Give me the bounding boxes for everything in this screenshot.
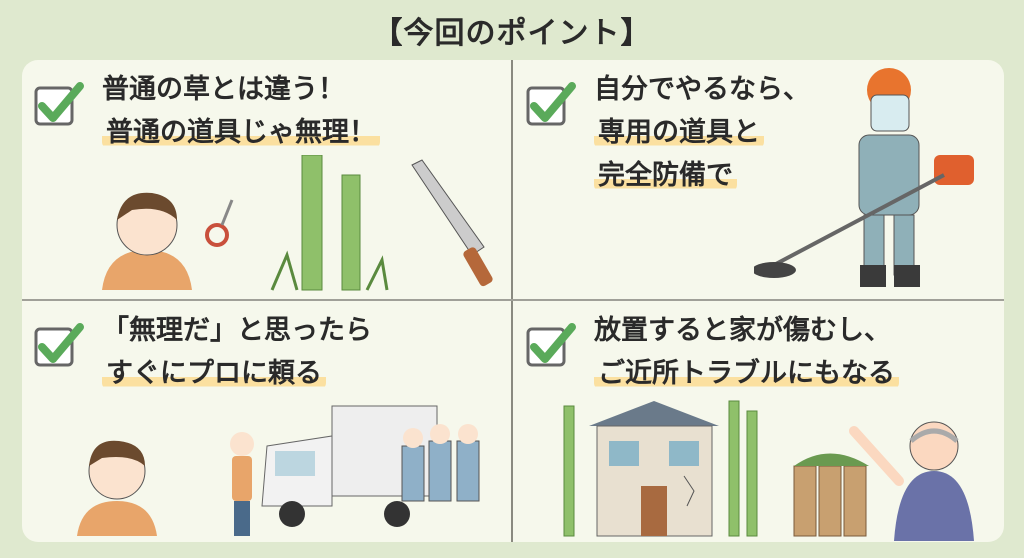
divider-vertical xyxy=(511,60,513,542)
point-text-line: 放置すると家が傷むし、 xyxy=(594,315,891,346)
point-text-line: 「無理だ」と思ったら xyxy=(102,315,372,346)
point-text-line: 自分でやるなら、 xyxy=(594,74,810,105)
point-3: 「無理だ」と思ったら すぐにプロに頼る xyxy=(22,301,512,541)
point-2: 自分でやるなら、 専用の道具と 完全防備で xyxy=(514,60,1004,300)
point-text-line: 普通の草とは違う！ xyxy=(102,74,345,105)
point-text-line-highlight: 専用の道具と xyxy=(594,111,810,154)
checkmark-icon xyxy=(34,323,84,367)
checkmark-icon xyxy=(526,323,576,367)
point-text-line-highlight: ご近所トラブルにもなる xyxy=(594,352,899,395)
point-4: 放置すると家が傷むし、 ご近所トラブルにもなる xyxy=(514,301,1004,541)
page-title: 【今回のポイント】 xyxy=(372,16,652,51)
point-1: 普通の草とは違う！ 普通の道具じゃ無理！ xyxy=(22,60,512,300)
checkmark-icon xyxy=(34,82,84,126)
worker-brush-cutter-illustration xyxy=(754,68,974,287)
boy-scissors-bamboo-saw-illustration xyxy=(102,155,493,291)
worried-boy-and-pro-team-truck-illustration xyxy=(77,405,480,536)
divider-horizontal xyxy=(22,299,1004,301)
damaged-house-angry-neighbor-illustration xyxy=(563,400,974,541)
checkmark-icon xyxy=(526,82,576,126)
point-text-line-highlight: 完全防備で xyxy=(594,154,810,197)
point-text-line-highlight: すぐにプロに頼る xyxy=(102,352,372,395)
point-text-line-highlight: 普通の道具じゃ無理！ xyxy=(102,111,380,154)
